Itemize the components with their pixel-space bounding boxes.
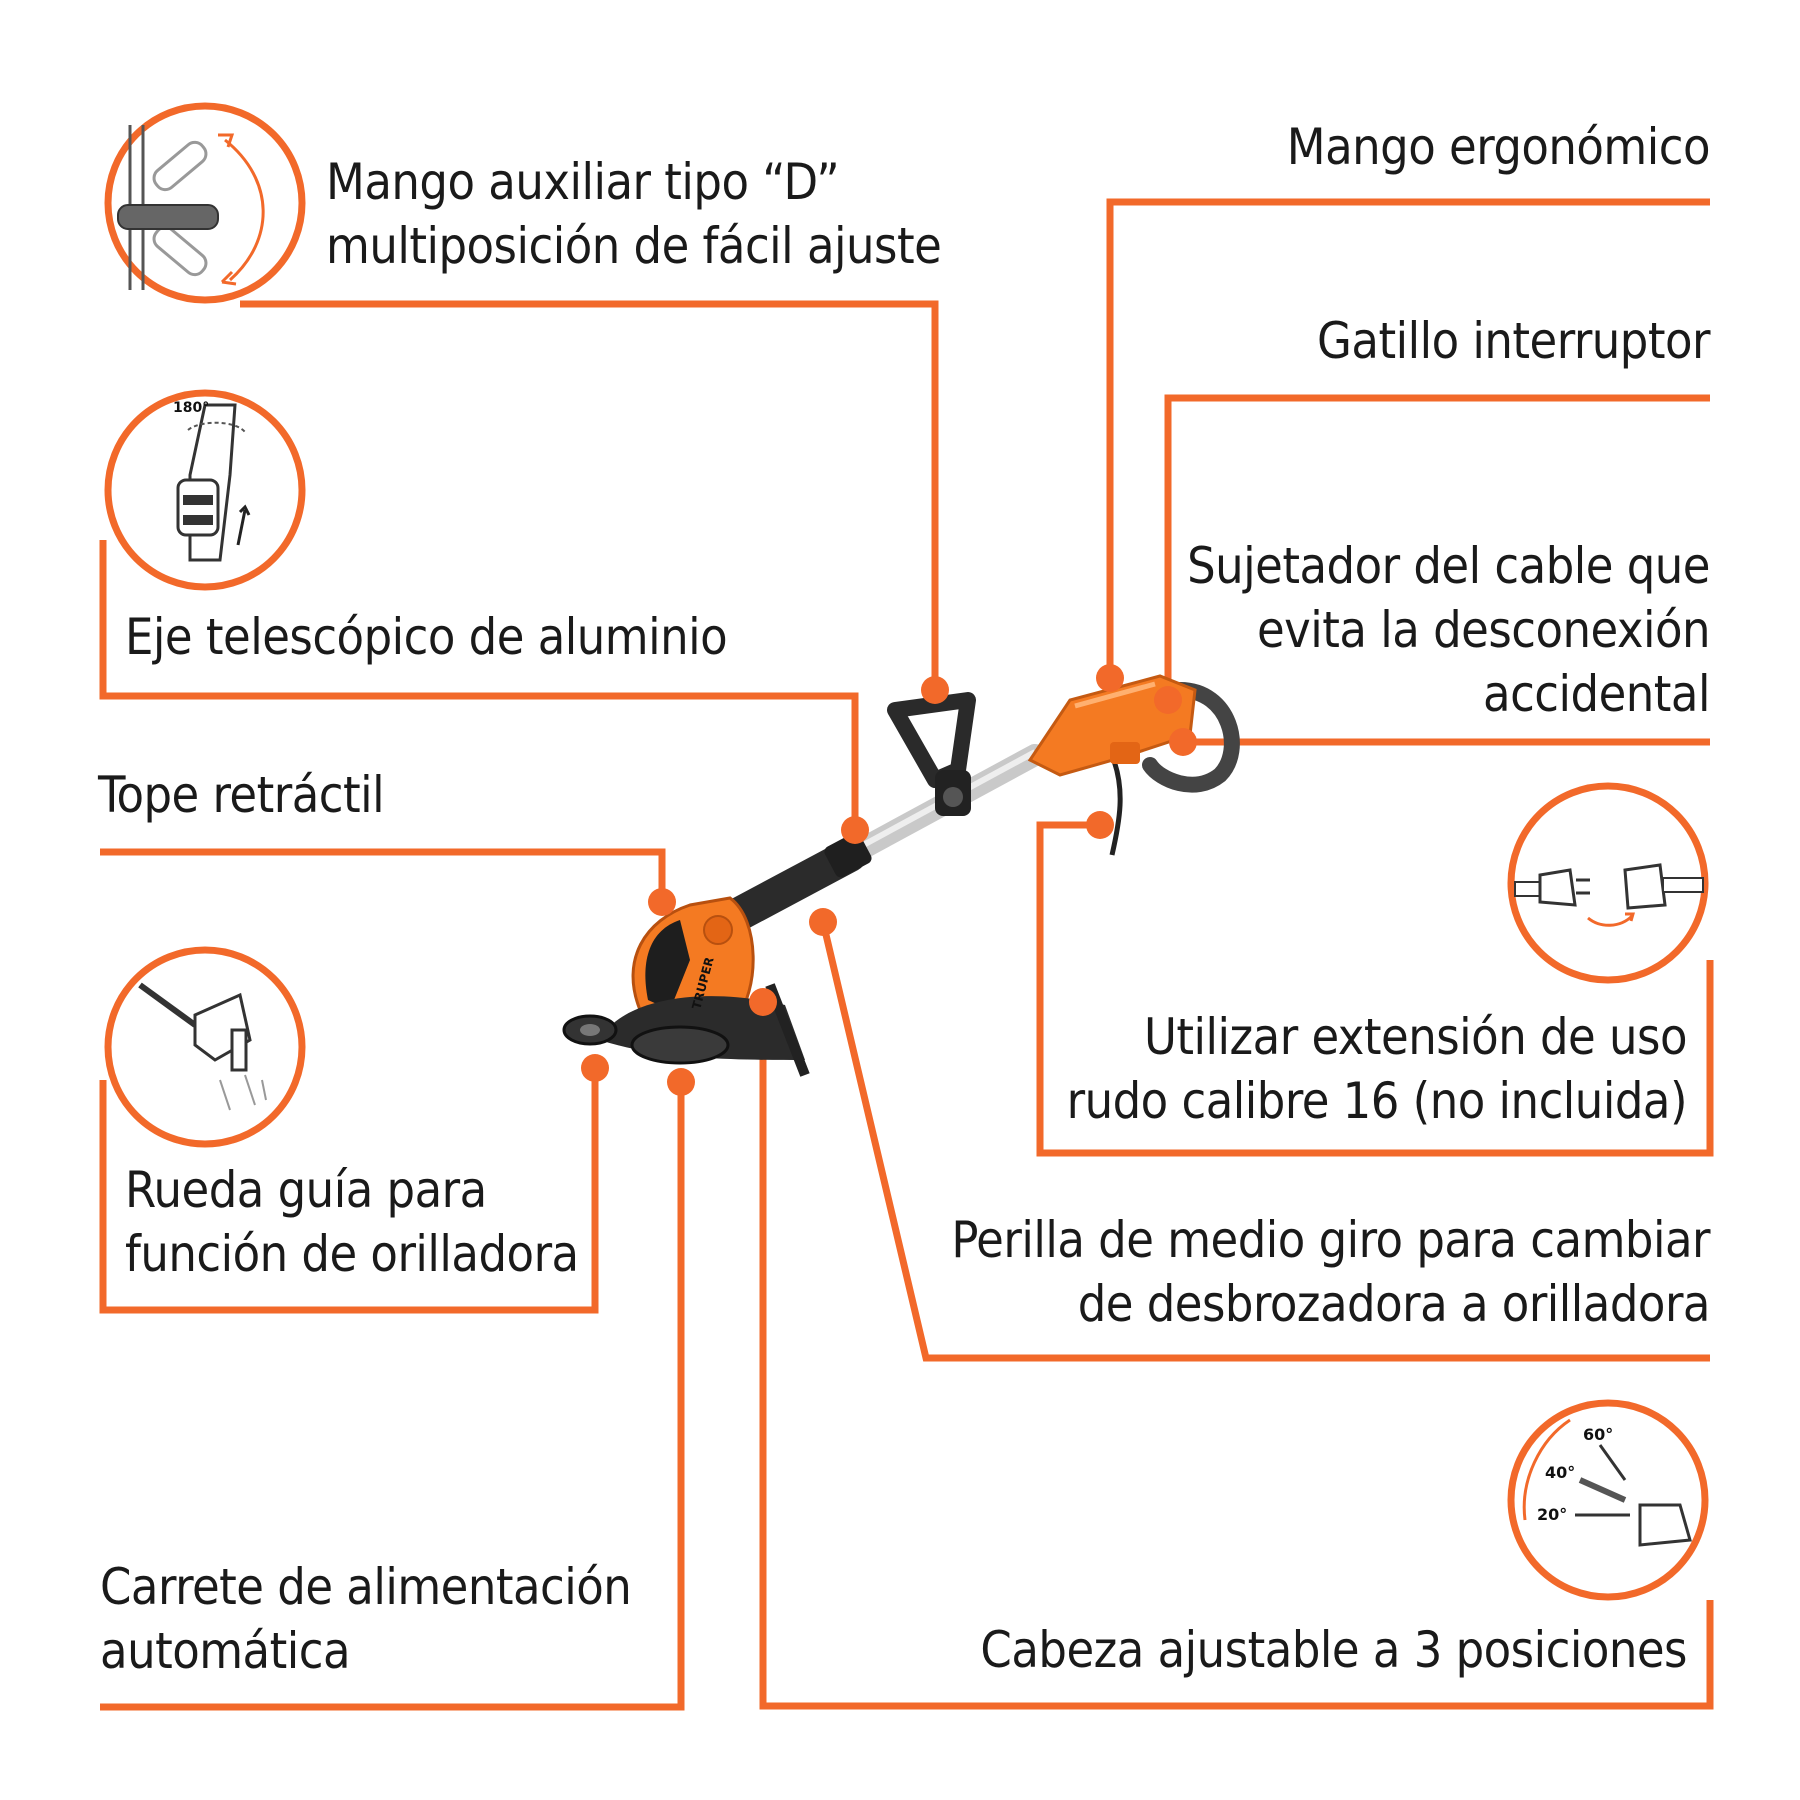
label-mango-auxiliar: Mango auxiliar tipo “D” multiposición de… — [326, 153, 942, 275]
angle-20-text: 20° — [1537, 1505, 1567, 1524]
rotation-angle-text: 180° — [173, 400, 209, 416]
label-gatillo: Gatillo interruptor — [1317, 312, 1710, 370]
leader-cabeza — [759, 1000, 1714, 1710]
leader-mango-ergonomico — [1106, 198, 1710, 675]
leader-rueda — [99, 1068, 599, 1314]
label-rueda: Rueda guía para función de orilladora — [125, 1161, 579, 1283]
edge-guide-wheel-icon — [104, 946, 306, 1148]
label-cabeza: Cabeza ajustable a 3 posiciones — [980, 1621, 1687, 1679]
leader-perilla — [819, 921, 1710, 1362]
label-tope: Tope retráctil — [98, 766, 385, 824]
plug-extension-icon — [1507, 782, 1709, 984]
label-perilla: Perilla de medio giro para cambiar de de… — [951, 1211, 1710, 1333]
leader-eje — [99, 540, 859, 830]
label-mango-ergonomico: Mango ergonómico — [1286, 118, 1711, 176]
angle-60-text: 60° — [1583, 1425, 1613, 1444]
label-eje: Eje telescópico de aluminio — [125, 608, 728, 666]
leader-carrete — [100, 1082, 685, 1711]
leader-extension — [1036, 821, 1714, 1157]
leader-mango-auxiliar — [240, 300, 939, 690]
head-angle-icon: 60° 40° 20° — [1507, 1399, 1709, 1601]
telescopic-rotation-icon: 180° — [104, 389, 306, 591]
leader-tope — [100, 848, 666, 900]
d-handle-icon — [104, 102, 306, 304]
string-trimmer-illustration: TRUPER — [562, 674, 1240, 1077]
angle-40-text: 40° — [1545, 1463, 1575, 1482]
label-carrete: Carrete de alimentación automática — [100, 1558, 632, 1680]
label-extension: Utilizar extensión de uso rudo calibre 1… — [1066, 1008, 1688, 1130]
label-sujetador: Sujetador del cable que evita la descone… — [1187, 537, 1710, 723]
leader-gatillo — [1164, 394, 1710, 700]
